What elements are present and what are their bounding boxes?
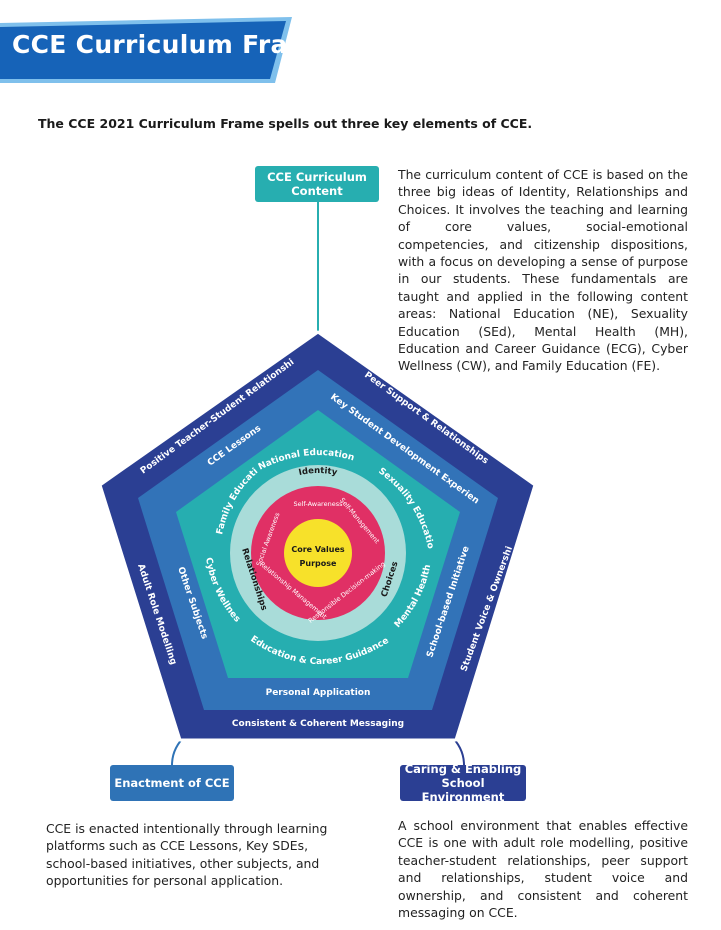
- core-circle: [284, 519, 352, 587]
- middle-label-personal-application: Personal Application: [266, 688, 371, 698]
- core-purpose-label: Purpose: [300, 559, 337, 568]
- core-values-label: Core Values: [291, 545, 345, 554]
- tag-enactment: Enactment of CCE: [110, 765, 234, 801]
- title-banner: [0, 17, 292, 83]
- intro-text: The CCE 2021 Curriculum Frame spells out…: [38, 116, 533, 131]
- competency-self-awareness: Self-Awareness: [294, 500, 344, 508]
- paragraph-curriculum-content: The curriculum content of CCE is based o…: [398, 167, 688, 374]
- outer-label-messaging: Consistent & Coherent Messaging: [232, 719, 404, 729]
- tag-school-environment: Caring & Enabling School Environment: [400, 762, 526, 804]
- tag-curriculum-content: CCE Curriculum Content: [255, 166, 379, 202]
- paragraph-school-environment: A school environment that enables effect…: [398, 818, 688, 921]
- paragraph-enactment: CCE is enacted intentionally through lea…: [46, 821, 328, 889]
- page-title: CCE Curriculum Frame: [12, 30, 332, 59]
